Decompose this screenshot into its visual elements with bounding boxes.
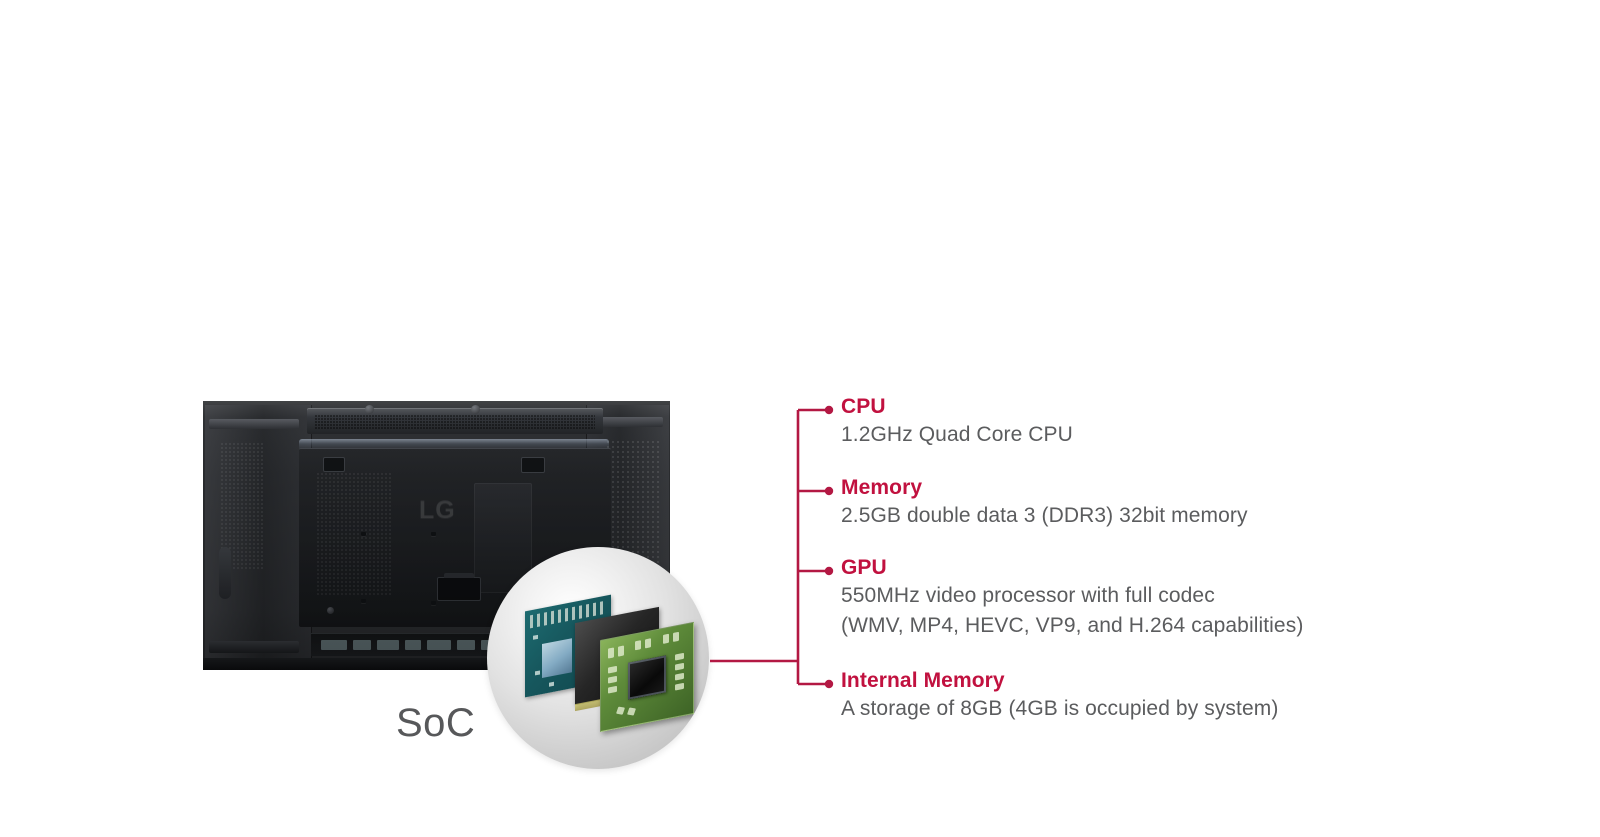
spec-item-memory: Memory 2.5GB double data 3 (DDR3) 32bit … xyxy=(841,475,1248,531)
chip-pad-5 xyxy=(663,633,669,644)
connector-dots xyxy=(824,405,834,689)
magnifier-sphere xyxy=(487,547,709,769)
spec-item-internal-memory: Internal Memory A storage of 8GB (4GB is… xyxy=(841,668,1278,724)
chip-pad-10 xyxy=(675,652,684,661)
rail-bracket-top-left xyxy=(209,419,299,429)
top-bar-vent xyxy=(315,415,595,429)
spec-title-cpu: CPU xyxy=(841,395,886,418)
pcb-component-2 xyxy=(535,670,540,676)
rail-bracket-top-right xyxy=(593,417,663,427)
top-bar-screw-left xyxy=(365,405,374,414)
top-mount-bar xyxy=(307,405,603,434)
connector-dot-internal-memory xyxy=(824,679,834,689)
chip-pad-3 xyxy=(635,640,641,651)
chip-pad-12 xyxy=(675,672,684,681)
chip-die xyxy=(628,655,666,700)
lg-logo: LG xyxy=(419,496,456,524)
chip-pad-2 xyxy=(618,645,624,657)
spec-item-cpu: CPU 1.2GHz Quad Core CPU xyxy=(841,394,1073,450)
panel-recess-left xyxy=(323,457,345,472)
io-port-1 xyxy=(321,640,347,650)
rail-bracket-bottom-left xyxy=(209,641,299,653)
chip-pad-4 xyxy=(645,638,651,649)
vent-pattern-panel xyxy=(317,473,391,597)
io-port-6 xyxy=(457,640,475,650)
service-plate xyxy=(474,483,532,593)
top-bar-screw-right xyxy=(471,405,480,414)
vesa-hole-3 xyxy=(361,599,366,603)
spec-title-memory: Memory xyxy=(841,476,923,499)
spec-item-gpu: GPU 550MHz video processor with full cod… xyxy=(841,555,1303,641)
vesa-hole-1 xyxy=(361,532,366,536)
panel-gloss-highlight xyxy=(299,439,609,450)
chip-pad-14 xyxy=(616,706,625,715)
spec-desc-internal-memory-line-1: A storage of 8GB (4GB is occupied by sys… xyxy=(841,697,1279,720)
connector-dot-memory xyxy=(824,486,834,496)
vesa-hole-2 xyxy=(431,532,436,536)
io-port-4 xyxy=(405,640,421,650)
chip-pad-15 xyxy=(627,707,636,716)
spec-desc-gpu-line-1: 550MHz video processor with full codec xyxy=(841,584,1215,607)
spec-desc-cpu-line-1: 1.2GHz Quad Core CPU xyxy=(841,423,1073,446)
chip-pad-6 xyxy=(673,631,679,642)
soc-chip-green-package xyxy=(600,621,694,733)
spec-desc-memory-line-1: 2.5GB double data 3 (DDR3) 32bit memory xyxy=(841,504,1248,527)
io-port-3 xyxy=(377,640,399,650)
chip-pad-8 xyxy=(608,675,617,684)
soc-caption: SoC xyxy=(396,701,476,745)
connector-dot-cpu xyxy=(824,405,834,415)
panel-recess-right xyxy=(521,457,545,473)
cable-connector-cutout xyxy=(437,573,481,601)
vesa-hole-4 xyxy=(431,601,436,605)
io-port-2 xyxy=(353,640,371,650)
panel-screw-bottom-left xyxy=(327,607,334,614)
chip-pad-7 xyxy=(608,665,617,674)
spec-title-internal-memory: Internal Memory xyxy=(841,669,1005,692)
chip-pad-13 xyxy=(675,682,684,691)
io-port-5 xyxy=(427,640,451,650)
chip-pad-11 xyxy=(675,662,684,671)
pcb-component-3 xyxy=(549,681,554,687)
pcb-die xyxy=(542,638,572,679)
mount-rail-left xyxy=(205,405,312,667)
spec-title-gpu: GPU xyxy=(841,556,887,579)
connector-dot-gpu xyxy=(824,566,834,576)
chip-pad-1 xyxy=(608,647,614,659)
spec-desc-gpu-line-2: (WMV, MP4, HEVC, VP9, and H.264 capabili… xyxy=(841,614,1304,637)
pcb-component-1 xyxy=(533,634,538,640)
rail-slot-left xyxy=(219,547,231,599)
chip-pad-9 xyxy=(608,685,617,694)
